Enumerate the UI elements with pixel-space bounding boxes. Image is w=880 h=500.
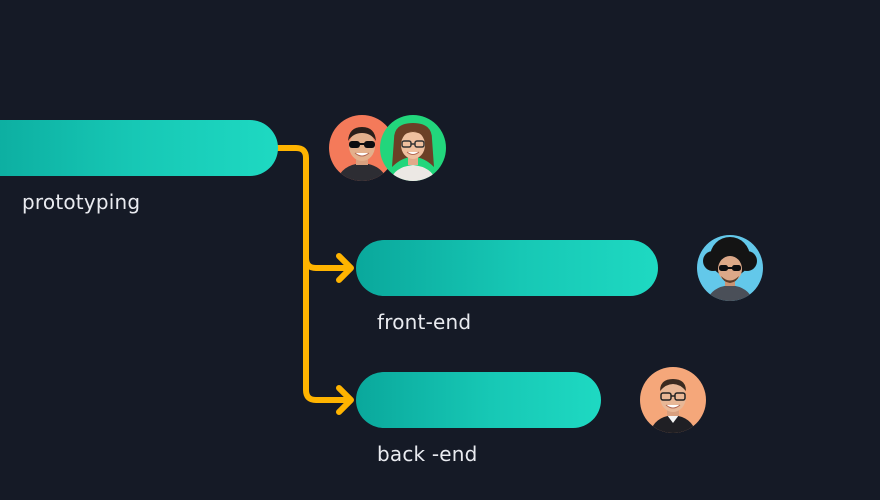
task-label-back-end: back -end [377, 442, 478, 466]
connector-branch-front-end [303, 255, 353, 271]
arrow-head-front-end [336, 253, 354, 283]
avatar-prototyping-2 [380, 115, 446, 181]
person-sunglasses-icon [337, 127, 387, 181]
person-afro-sunglasses-icon [703, 237, 757, 301]
task-bar-back-end[interactable] [356, 372, 601, 428]
avatar-front-end [697, 235, 763, 301]
avatar-back-end [640, 367, 706, 433]
person-glasses-icon [390, 123, 436, 181]
task-label-front-end: front-end [377, 310, 472, 334]
task-bar-front-end[interactable] [356, 240, 658, 296]
person-glasses-icon [650, 379, 696, 433]
arrow-head-back-end [336, 385, 354, 415]
task-bar-prototyping[interactable] [0, 120, 278, 176]
task-label-prototyping: prototyping [22, 190, 141, 214]
connector-trunk [275, 145, 353, 403]
